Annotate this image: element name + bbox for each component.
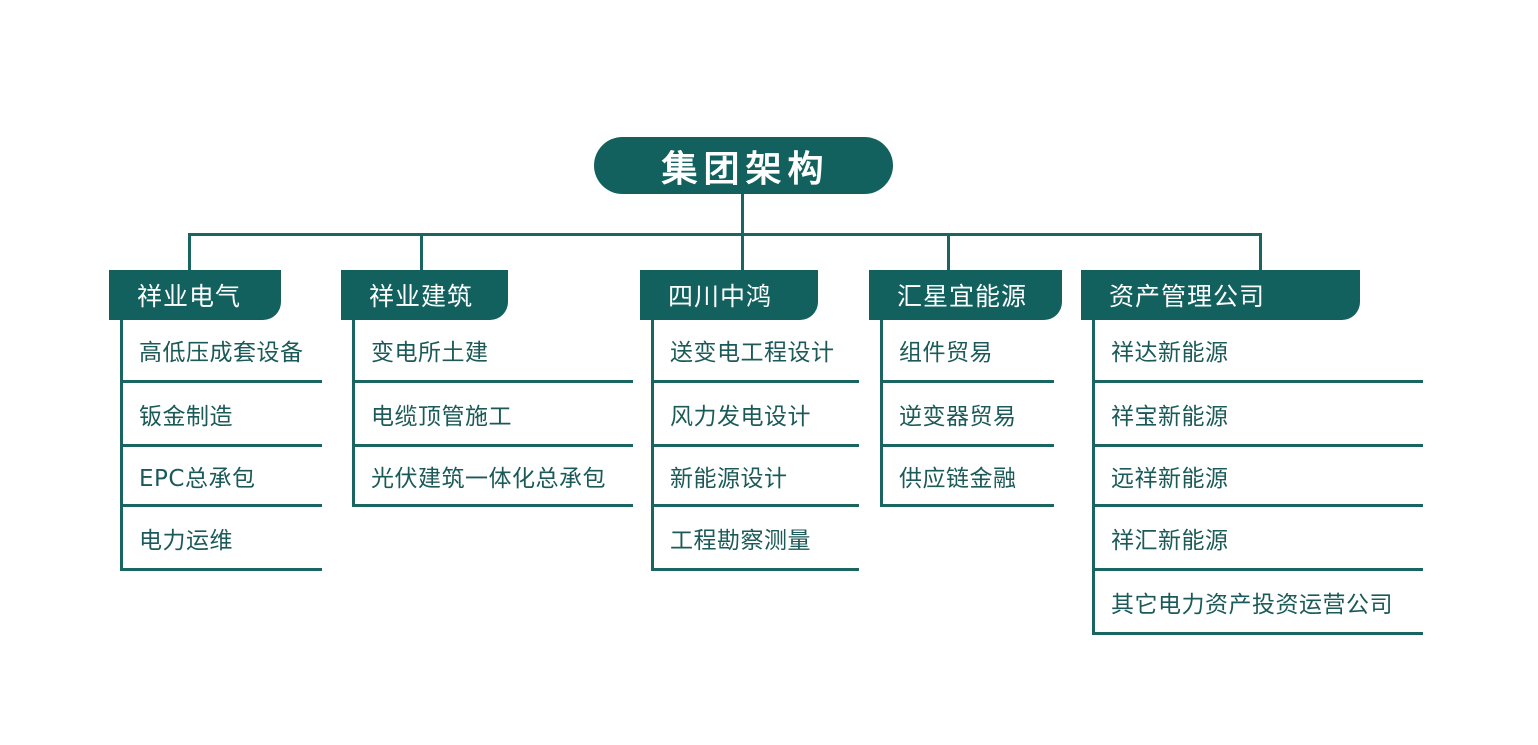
branch-item: 电力运维 (123, 507, 322, 571)
branch-item-label: 祥汇新能源 (1111, 527, 1229, 554)
branch-header-label: 资产管理公司 (1109, 282, 1266, 311)
branch-header: 四川中鸿 (640, 270, 818, 320)
branch-item-list: 组件贸易 逆变器贸易 供应链金融 (880, 320, 1054, 507)
branch-item: 光伏建筑一体化总承包 (355, 447, 633, 507)
branch-item: 新能源设计 (654, 447, 859, 507)
branch-item: 电缆顶管施工 (355, 383, 633, 447)
branch-column-3: 汇星宜能源 组件贸易 逆变器贸易 供应链金融 (869, 270, 1062, 507)
branch-header-label: 四川中鸿 (668, 282, 773, 311)
branch-item-label: 组件贸易 (899, 340, 993, 366)
branch-item: 高低压成套设备 (123, 320, 322, 383)
branch-item: 变电所土建 (355, 320, 633, 383)
branch-item-label: 电缆顶管施工 (371, 403, 512, 430)
branch-column-2: 四川中鸿 送变电工程设计 风力发电设计 新能源设计 工程勘察测量 (640, 270, 859, 571)
branch-item-label: 变电所土建 (371, 340, 489, 366)
branch-item-list: 祥达新能源 祥宝新能源 远祥新能源 祥汇新能源 其它电力资产投资运营公司 (1092, 320, 1423, 635)
branch-item: 工程勘察测量 (654, 507, 859, 571)
branch-drop-0 (188, 233, 191, 271)
branch-header: 祥业建筑 (341, 270, 508, 320)
branch-item-list: 送变电工程设计 风力发电设计 新能源设计 工程勘察测量 (651, 320, 859, 571)
branch-item: 送变电工程设计 (654, 320, 859, 383)
branch-item-label: 风力发电设计 (670, 403, 811, 430)
branch-item-label: 高低压成套设备 (139, 340, 304, 366)
branch-column-1: 祥业建筑 变电所土建 电缆顶管施工 光伏建筑一体化总承包 (341, 270, 633, 507)
branch-drop-3 (947, 233, 950, 271)
org-root-label: 集团架构 (661, 148, 830, 190)
branch-item-label: 钣金制造 (139, 403, 233, 430)
branch-item: 祥汇新能源 (1095, 507, 1423, 571)
branch-item-label: 新能源设计 (670, 465, 788, 492)
org-root-node: 集团架构 (594, 137, 893, 194)
branch-column-4: 资产管理公司 祥达新能源 祥宝新能源 远祥新能源 祥汇新能源 其它电力资产投资运… (1081, 270, 1423, 635)
branch-item-label: 送变电工程设计 (670, 340, 835, 366)
branch-item: 祥达新能源 (1095, 320, 1423, 383)
branch-item-list: 变电所土建 电缆顶管施工 光伏建筑一体化总承包 (352, 320, 633, 507)
branch-item: 祥宝新能源 (1095, 383, 1423, 447)
branch-header-label: 祥业电气 (137, 282, 242, 311)
branch-item-label: 电力运维 (139, 527, 233, 554)
branch-item: 组件贸易 (883, 320, 1054, 383)
branch-item-list: 高低压成套设备 钣金制造 EPC总承包 电力运维 (120, 320, 322, 571)
branch-item-label: 逆变器贸易 (899, 403, 1017, 430)
branch-item: 远祥新能源 (1095, 447, 1423, 507)
branch-item: 供应链金融 (883, 447, 1054, 507)
branch-item-label: 远祥新能源 (1111, 465, 1229, 492)
branch-item-label: 祥宝新能源 (1111, 403, 1229, 430)
branch-header-label: 祥业建筑 (369, 282, 474, 311)
branch-item: EPC总承包 (123, 447, 322, 507)
branch-drop-2 (741, 233, 744, 271)
branch-item: 其它电力资产投资运营公司 (1095, 571, 1423, 635)
root-connector-vertical (741, 194, 744, 236)
branch-column-0: 祥业电气 高低压成套设备 钣金制造 EPC总承包 电力运维 (109, 270, 322, 571)
branch-item-label: 供应链金融 (899, 465, 1017, 492)
branch-item: 风力发电设计 (654, 383, 859, 447)
branch-item-label: 工程勘察测量 (670, 527, 811, 554)
branch-item-label: 光伏建筑一体化总承包 (371, 465, 606, 492)
branch-drop-4 (1259, 233, 1262, 271)
branch-item-label: 其它电力资产投资运营公司 (1111, 591, 1393, 618)
branch-item: 逆变器贸易 (883, 383, 1054, 447)
branch-item-label: EPC总承包 (139, 465, 256, 492)
branch-header: 祥业电气 (109, 270, 281, 320)
branch-header-label: 汇星宜能源 (897, 282, 1028, 311)
branch-header: 资产管理公司 (1081, 270, 1360, 320)
branch-connector-horizontal (188, 233, 1262, 236)
branch-item-label: 祥达新能源 (1111, 340, 1229, 366)
branch-header: 汇星宜能源 (869, 270, 1062, 320)
branch-item: 钣金制造 (123, 383, 322, 447)
branch-drop-1 (420, 233, 423, 271)
